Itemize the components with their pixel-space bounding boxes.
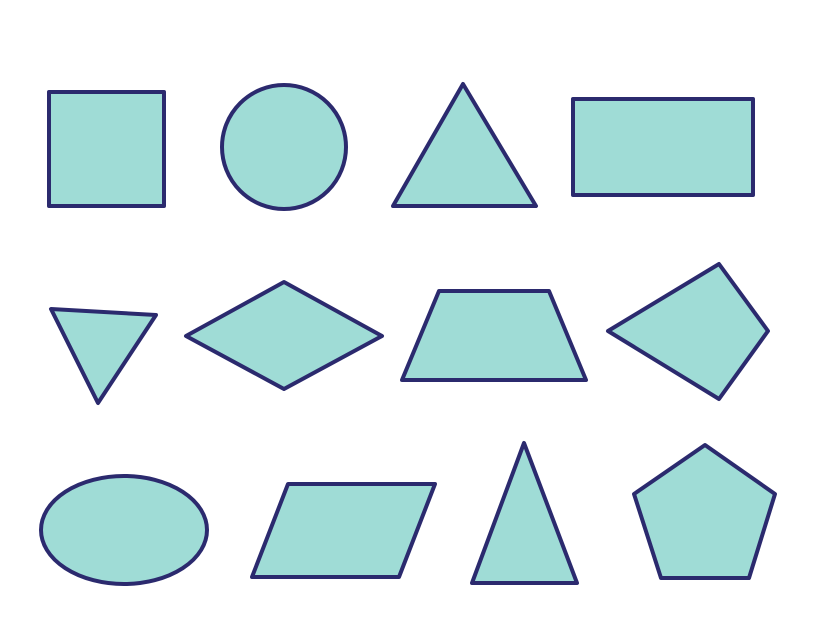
trapezoid-shape [400,289,588,382]
ellipse-shape [39,474,209,586]
isosceles-triangle-shape [470,441,579,585]
circle-shape [220,83,348,211]
equilateral-triangle-shape [391,82,538,208]
inverted-triangle-shape [49,307,158,405]
irregular-pentagon-shape [606,262,770,401]
rectangle-shape [571,97,755,197]
regular-pentagon-shape [632,443,777,580]
parallelogram-shape [250,482,437,579]
square-shape [47,90,166,208]
rhombus-shape [184,280,384,391]
